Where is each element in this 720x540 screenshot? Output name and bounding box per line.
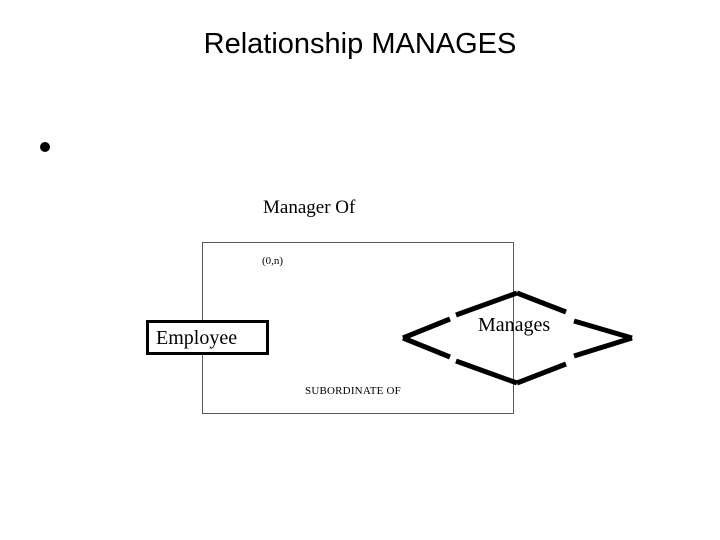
- entity-box-employee: Employee: [146, 320, 269, 355]
- relationship-diamond-manages: Manages: [398, 288, 638, 388]
- cardinality-label-top: (0,n): [262, 255, 284, 267]
- relationship-label-manages: Manages: [478, 314, 551, 336]
- bullet-dot-icon: [40, 142, 50, 152]
- page-title: Relationship MANAGES: [203, 28, 517, 60]
- role-label-manager-of: Manager Of: [263, 197, 356, 218]
- bullet-list-item: [40, 138, 680, 162]
- entity-label-employee: Employee: [156, 326, 238, 349]
- role-label-subordinate-of: SUBORDINATE OF: [305, 385, 402, 397]
- diamond-shape-icon: [402, 290, 633, 386]
